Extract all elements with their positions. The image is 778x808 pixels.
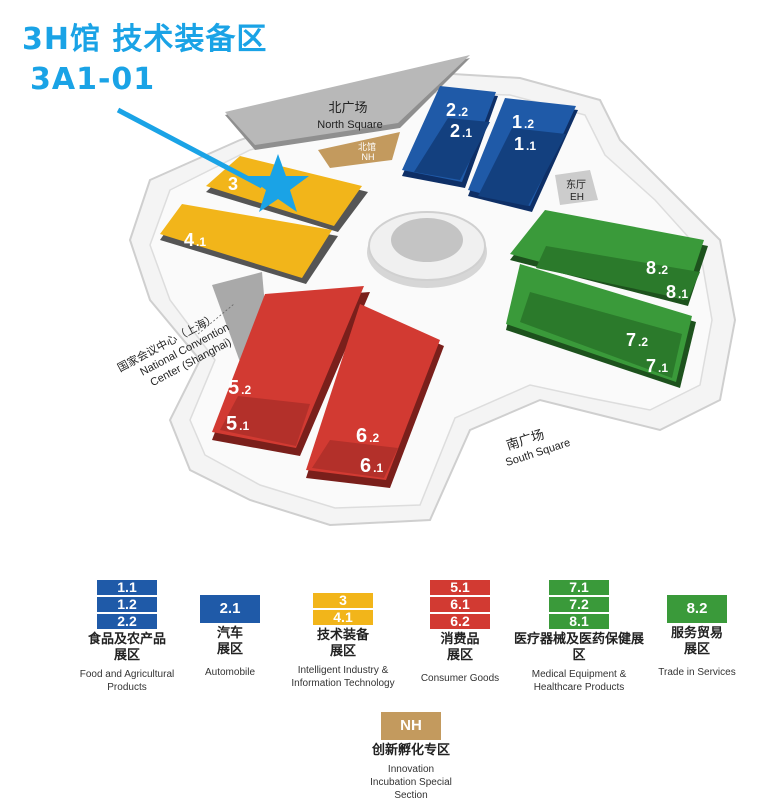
callout-title: 3H馆 技术装备区 bbox=[22, 22, 268, 57]
east-hall-eh bbox=[555, 170, 598, 205]
north-square-label-en: North Square bbox=[317, 119, 382, 131]
east-hall-label: 东厅 bbox=[566, 178, 586, 191]
legend-code-3: 3 bbox=[313, 593, 373, 608]
legend-label-en: Food and Agricultural Products bbox=[79, 669, 175, 693]
north-square-label: 北广场 bbox=[328, 100, 367, 115]
hall-5-1 bbox=[220, 396, 310, 446]
hall-label-6-1: 6.1 bbox=[360, 455, 383, 477]
hall-label-3: 3 bbox=[228, 174, 238, 194]
hall-label-6-2: 6.2 bbox=[356, 425, 379, 447]
legend-label-en: Trade in Services bbox=[658, 667, 736, 678]
hall-label-8-1: 8.1 bbox=[666, 282, 688, 302]
hall-6-2 bbox=[306, 304, 440, 480]
hall-label-8-2: 8.2 bbox=[646, 258, 668, 278]
hall-7-1 bbox=[520, 292, 682, 378]
legend-code-2-1: 2.1 bbox=[200, 595, 260, 623]
hall-label-2-1: 2.1 bbox=[450, 121, 472, 141]
hall-label-5-1: 5.1 bbox=[226, 413, 249, 435]
legend-medical-equipment: 7.1 7.2 8.1 医疗器械及医药保健展区 Medical Equipmen… bbox=[512, 580, 646, 694]
venue-map: 北广场 North Square 北馆 NH 东厅 EH 2.2 2.1 1.2… bbox=[115, 55, 737, 527]
legend-intelligent-industry: 3 4.1 技术装备展区 Intelligent Industry & Info… bbox=[280, 593, 406, 690]
north-square-top bbox=[225, 55, 470, 145]
legend-label-en: Intelligent Industry & Information Techn… bbox=[291, 665, 395, 689]
hall-8-1 bbox=[536, 246, 700, 300]
legend-code-1-1: 1.1 bbox=[97, 580, 157, 595]
legend-label-cn: 医疗器械及医药保健展区 bbox=[513, 632, 644, 663]
legend-label-en: Automobile bbox=[204, 667, 256, 678]
legend-code-7-1: 7.1 bbox=[549, 580, 609, 595]
legend-trade-services: 8.2 服务贸易展区 Trade in Services bbox=[652, 595, 742, 679]
legend-label-cn: 技术装备展区 bbox=[316, 628, 369, 659]
legend-food-agricultural: 1.1 1.2 2.2 食品及农产品展区 Food and Agricultur… bbox=[68, 580, 186, 694]
legend-code-6-2: 6.2 bbox=[430, 614, 490, 629]
legend-label-en: Innovation Incubation Special Section bbox=[370, 764, 452, 801]
hall-1-1 bbox=[478, 128, 566, 206]
callout-pointer-line bbox=[116, 107, 264, 189]
legend-automobile: 2.1 汽车展区 Automobile bbox=[190, 595, 270, 679]
hall-label-2-2: 2.2 bbox=[446, 100, 468, 120]
legend-code-7-2: 7.2 bbox=[549, 597, 609, 612]
hall-label-1-1: 1.1 bbox=[514, 134, 536, 154]
legend-code-6-1: 6.1 bbox=[430, 597, 490, 612]
location-star-icon bbox=[247, 154, 309, 212]
north-hall-nh bbox=[318, 132, 400, 168]
legend-label-cn: 食品及农产品展区 bbox=[87, 632, 166, 663]
hall-label-7-1: 7.1 bbox=[646, 356, 668, 376]
legend-code-nh: NH bbox=[381, 712, 441, 740]
hall-label-1-2: 1.2 bbox=[512, 112, 534, 132]
callout-booth-number: 3A1-01 bbox=[30, 62, 156, 97]
legend-code-2-2: 2.2 bbox=[97, 614, 157, 629]
north-hall-label: 北馆 bbox=[358, 141, 376, 152]
legend-label-en: Consumer Goods bbox=[420, 673, 500, 684]
legend-code-5-1: 5.1 bbox=[430, 580, 490, 595]
hall-4-1 bbox=[160, 204, 332, 278]
legend-innovation-incubation: NH 创新孵化专区 Innovation Incubation Special … bbox=[348, 712, 474, 802]
legend-label-cn: 消费品展区 bbox=[440, 632, 480, 663]
hall-2-1 bbox=[414, 118, 490, 180]
east-hall-label-en: EH bbox=[570, 192, 584, 203]
legend-label-cn: 创新孵化专区 bbox=[371, 743, 450, 758]
hall-6-1 bbox=[312, 440, 398, 478]
hall-label-5-2: 5.2 bbox=[228, 377, 251, 399]
legend-consumer-goods: 5.1 6.1 6.2 消费品展区 Consumer Goods bbox=[410, 580, 510, 685]
legend-code-1-2: 1.2 bbox=[97, 597, 157, 612]
legend-code-8-1: 8.1 bbox=[549, 614, 609, 629]
legend-label-cn: 汽车展区 bbox=[216, 626, 243, 657]
legend-code-8-2: 8.2 bbox=[667, 595, 727, 623]
north-hall-label-en: NH bbox=[362, 152, 375, 162]
legend-label-en: Medical Equipment & Healthcare Products bbox=[531, 669, 627, 693]
hall-label-7-2: 7.2 bbox=[626, 330, 648, 350]
hall-label-4-1: 4.1 bbox=[184, 230, 206, 250]
legend-label-cn: 服务贸易展区 bbox=[670, 626, 723, 657]
central-hub-core bbox=[391, 218, 463, 262]
legend-code-4-1: 4.1 bbox=[313, 610, 373, 625]
